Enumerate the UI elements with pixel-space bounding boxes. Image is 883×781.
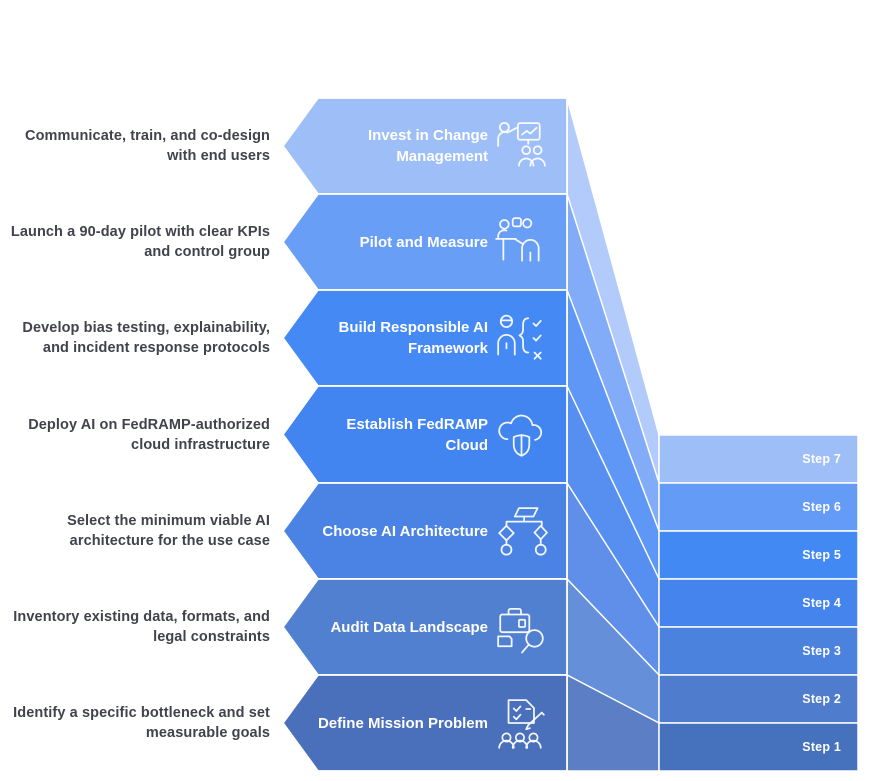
- step-label: Step 2: [661, 675, 841, 723]
- step-label: Step 3: [661, 627, 841, 675]
- responsible-ai-checklist-icon: [494, 311, 548, 365]
- step-label-text: Step 3: [802, 644, 841, 658]
- step-label: Step 1: [661, 723, 841, 771]
- pilot-measure-meeting-icon: [494, 215, 548, 269]
- step-description: Communicate, train, and co-design with e…: [0, 112, 270, 180]
- step-title: Establish FedRAMP Cloud: [312, 386, 488, 483]
- step-label: Step 6: [661, 483, 841, 531]
- step-title-text: Build Responsible AI Framework: [338, 319, 488, 357]
- step-title-text: Define Mission Problem: [317, 714, 488, 732]
- step-title-text: Audit Data Landscape: [330, 618, 488, 636]
- step-description-text: Communicate, train, and co-design with e…: [25, 128, 270, 164]
- flowchart-architecture-icon: [494, 504, 548, 558]
- step-description: Develop bias testing, explainability, an…: [0, 304, 270, 372]
- mission-checklist-people-icon: [494, 696, 548, 750]
- step-description: Identify a specific bottleneck and set m…: [0, 689, 270, 757]
- step-description-text: Inventory existing data, formats, and le…: [13, 609, 270, 645]
- step-title: Invest in Change Management: [312, 98, 488, 194]
- step-label: Step 5: [661, 531, 841, 579]
- step-title: Define Mission Problem: [312, 675, 488, 771]
- step-description-text: Develop bias testing, explainability, an…: [22, 320, 270, 356]
- step-title: Build Responsible AI Framework: [312, 290, 488, 386]
- step-title-text: Invest in Change Management: [367, 127, 488, 165]
- step-label-text: Step 5: [802, 548, 841, 562]
- step-description: Inventory existing data, formats, and le…: [0, 593, 270, 661]
- step-label-text: Step 1: [802, 740, 841, 754]
- step-box: [658, 722, 859, 772]
- change-management-presenter-icon: [494, 119, 548, 173]
- step-label-text: Step 4: [802, 596, 841, 610]
- cloud-shield-icon: [494, 408, 548, 462]
- step-description-text: Launch a 90-day pilot with clear KPIs an…: [10, 224, 270, 260]
- step-title-text: Choose AI Architecture: [322, 522, 488, 540]
- step-label: Step 7: [661, 435, 841, 483]
- step-title: Audit Data Landscape: [312, 579, 488, 675]
- step-label-text: Step 2: [802, 692, 841, 706]
- step-description: Select the minimum viable AI architectur…: [0, 497, 270, 565]
- briefcase-magnifier-icon: [494, 600, 548, 654]
- step-label-text: Step 7: [802, 452, 841, 466]
- step-description-text: Select the minimum viable AI architectur…: [67, 513, 270, 549]
- chevron-band: [282, 674, 568, 772]
- step-description: Deploy AI on FedRAMP-authorized cloud in…: [0, 401, 270, 469]
- step-title: Choose AI Architecture: [312, 483, 488, 579]
- step-description: Launch a 90-day pilot with clear KPIs an…: [0, 208, 270, 276]
- step-label: Step 4: [661, 579, 841, 627]
- step-label-text: Step 6: [802, 500, 841, 514]
- step-title-text: Pilot and Measure: [359, 233, 488, 251]
- step-title-text: Establish FedRAMP Cloud: [346, 415, 488, 454]
- step-description-text: Deploy AI on FedRAMP-authorized cloud in…: [28, 416, 270, 453]
- step-title: Pilot and Measure: [312, 194, 488, 290]
- step-description-text: Identify a specific bottleneck and set m…: [13, 705, 270, 741]
